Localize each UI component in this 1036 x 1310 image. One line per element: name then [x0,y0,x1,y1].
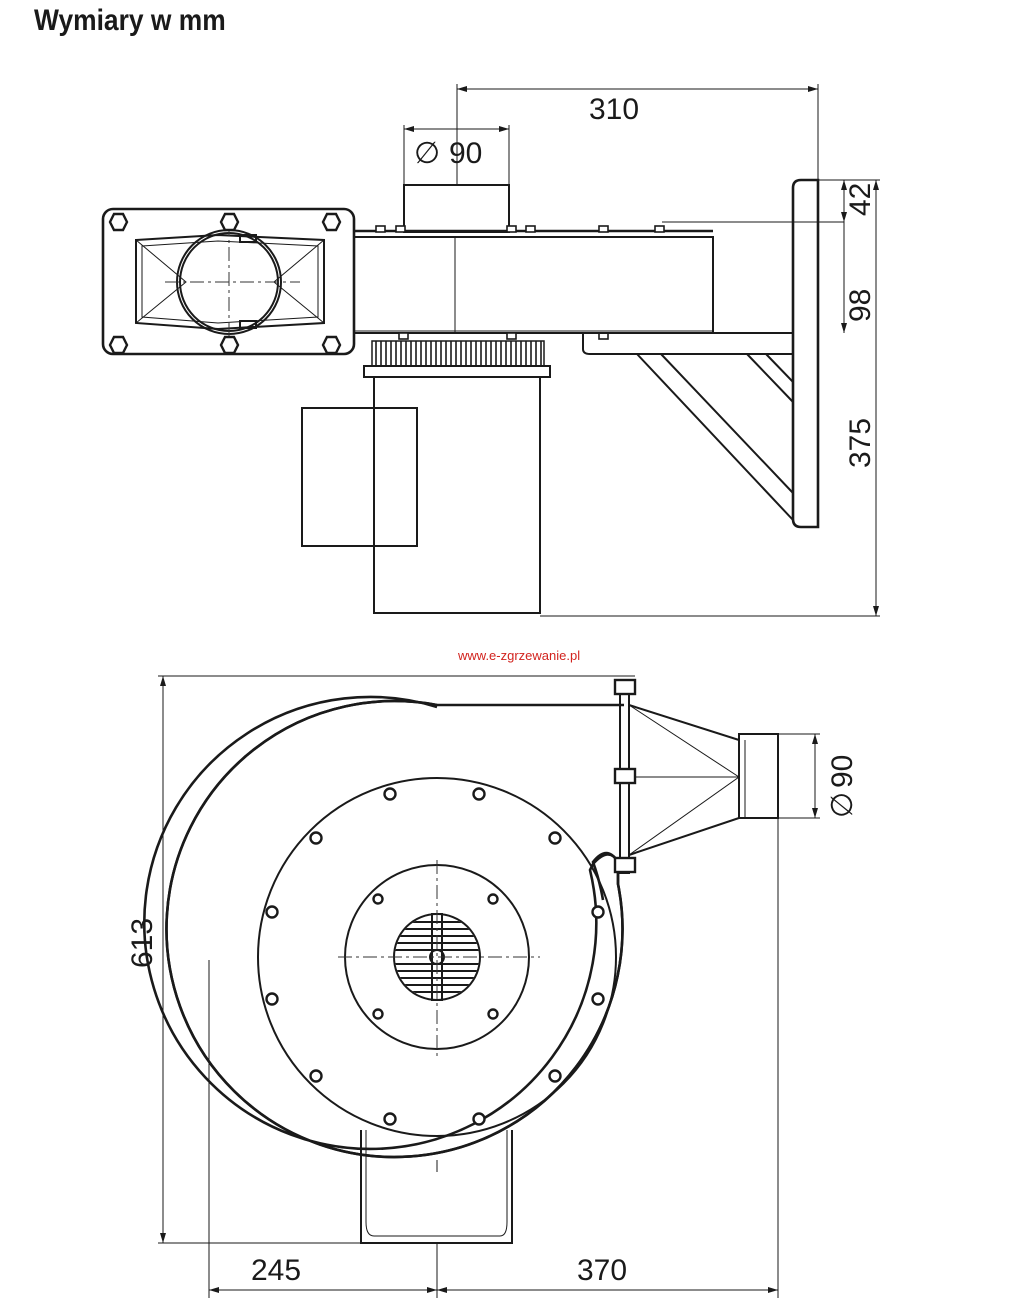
dim-total-height-375: 375 [844,418,877,468]
bolt-icon [613,856,637,874]
dim-left-245: 245 [251,1254,301,1287]
motor [301,376,541,614]
bolt-icon [487,893,499,905]
front-view: 613 ∅ 90 245 370 [126,675,859,1298]
bolt-icon [372,1008,384,1020]
dim-outlet-diameter-90: 90 [826,755,859,788]
bolt-icon [219,212,240,232]
bolt-icon [613,678,637,696]
fan-volute [142,695,624,1159]
dim-right-370: 370 [577,1254,627,1287]
top-view: 310 ∅ 90 42 98 375 [101,84,880,617]
bolt-icon [613,767,637,785]
bolt-icon [309,1069,323,1083]
housing-bolts [265,787,605,1126]
bottom-stand [360,1130,513,1244]
dim-width-310: 310 [589,93,639,126]
dimensions-front: 613 ∅ 90 245 370 [126,675,859,1298]
diameter-symbol: ∅ [826,792,859,818]
diameter-symbol: ∅ [414,137,440,170]
watermark-url: www.e-zgrzewanie.pl [457,648,580,663]
bolt-icon [321,212,342,232]
dim-height-613: 613 [126,918,159,968]
dim-mid-height-98: 98 [844,289,877,322]
bolt-icon [108,335,129,355]
fan-housing-side [353,184,714,378]
bolt-icon [265,992,279,1006]
bolt-icon [472,1112,486,1126]
bolt-icon [472,787,486,801]
bolt-icon [219,335,240,355]
bolt-icon [591,992,605,1006]
outlet-diffuser [613,678,779,874]
bolt-icon [487,1008,499,1020]
dim-top-offset-42: 42 [844,183,877,216]
wall-bracket [582,178,820,529]
bolt-icon [548,1069,562,1083]
bolt-icon [265,905,279,919]
bolt-icon [321,335,342,355]
bolt-icon [108,212,129,232]
dimensions-top: 310 ∅ 90 42 98 375 [403,84,880,617]
outlet-flange [101,207,356,356]
bolt-icon [383,787,397,801]
bolt-icon [309,831,323,845]
bolt-icon [548,831,562,845]
bolt-icon [372,893,384,905]
dim-inlet-diameter-90: 90 [449,137,482,170]
bolt-icon [383,1112,397,1126]
bolt-icon [591,905,605,919]
page-title: Wymiary w mm [34,4,226,37]
